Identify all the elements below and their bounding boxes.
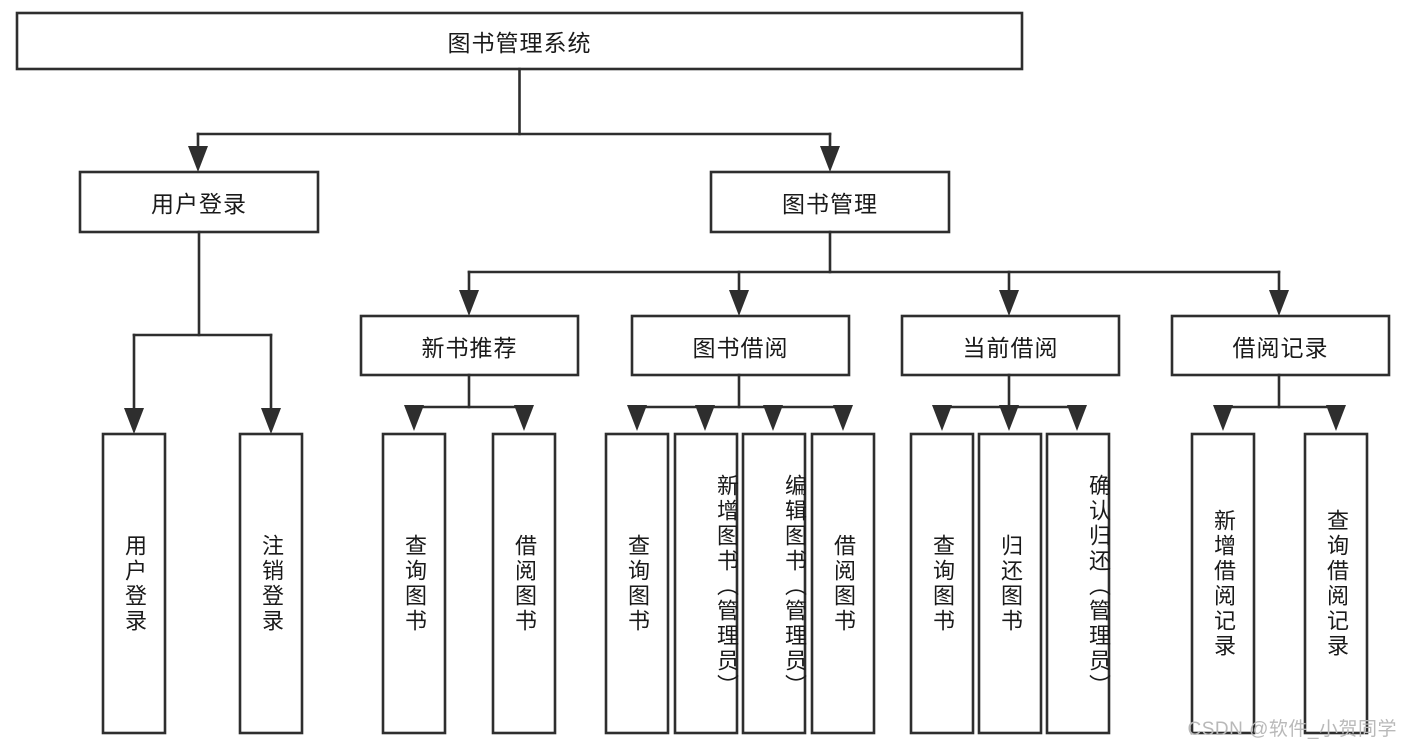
leaf-cb-confirm-return[interactable] xyxy=(1045,432,1111,735)
node-borrow-record[interactable] xyxy=(1170,314,1391,377)
arrow-to-leaf-br-query xyxy=(1326,405,1346,431)
arrow-to-current-borrow xyxy=(999,290,1019,316)
node-book-borrow[interactable] xyxy=(630,314,851,377)
node-new-book-recommend[interactable] xyxy=(359,314,580,377)
arrow-to-leaf-bb-query xyxy=(627,405,647,431)
arrow-to-book-borrow xyxy=(729,290,749,316)
leaf-cb-query-book[interactable] xyxy=(909,432,975,735)
csdn-watermark: CSDN @软件_小贺同学 xyxy=(1187,719,1397,740)
arrow-to-leaf-user-login xyxy=(124,408,144,434)
arrow-to-borrow-record xyxy=(1269,290,1289,316)
node-root[interactable] xyxy=(15,11,1024,71)
arrow-to-leaf-cb-confirm xyxy=(1067,405,1087,431)
node-user-login[interactable] xyxy=(78,170,320,234)
arrow-to-user-login xyxy=(188,146,208,172)
leaf-bb-add-book[interactable] xyxy=(673,432,739,735)
arrow-to-leaf-bb-add xyxy=(695,405,715,431)
arrow-to-leaf-cb-query xyxy=(932,405,952,431)
leaf-nb-borrow-book[interactable] xyxy=(491,432,557,735)
arrow-to-book-manage xyxy=(820,146,840,172)
arrow-to-leaf-br-add xyxy=(1213,405,1233,431)
leaf-user-login[interactable] xyxy=(101,432,167,735)
arrow-to-leaf-logout xyxy=(261,408,281,434)
leaf-bb-edit-book[interactable] xyxy=(741,432,807,735)
arrow-to-leaf-cb-return xyxy=(999,405,1019,431)
arrow-to-leaf-nb-borrow xyxy=(514,405,534,431)
node-book-manage[interactable] xyxy=(709,170,951,234)
leaf-br-add-record[interactable] xyxy=(1190,432,1256,735)
arrow-to-leaf-bb-borrow xyxy=(833,405,853,431)
leaf-cb-return-book[interactable] xyxy=(977,432,1043,735)
arrow-to-leaf-nb-query xyxy=(404,405,424,431)
arrow-to-leaf-bb-edit xyxy=(763,405,783,431)
arrow-to-new-book-recommend xyxy=(459,290,479,316)
leaf-bb-borrow-book[interactable] xyxy=(810,432,876,735)
node-current-borrow[interactable] xyxy=(900,314,1121,377)
leaf-nb-query-book[interactable] xyxy=(381,432,447,735)
leaf-br-query-record[interactable] xyxy=(1303,432,1369,735)
leaf-bb-query-book[interactable] xyxy=(604,432,670,735)
leaf-logout-login[interactable] xyxy=(238,432,304,735)
